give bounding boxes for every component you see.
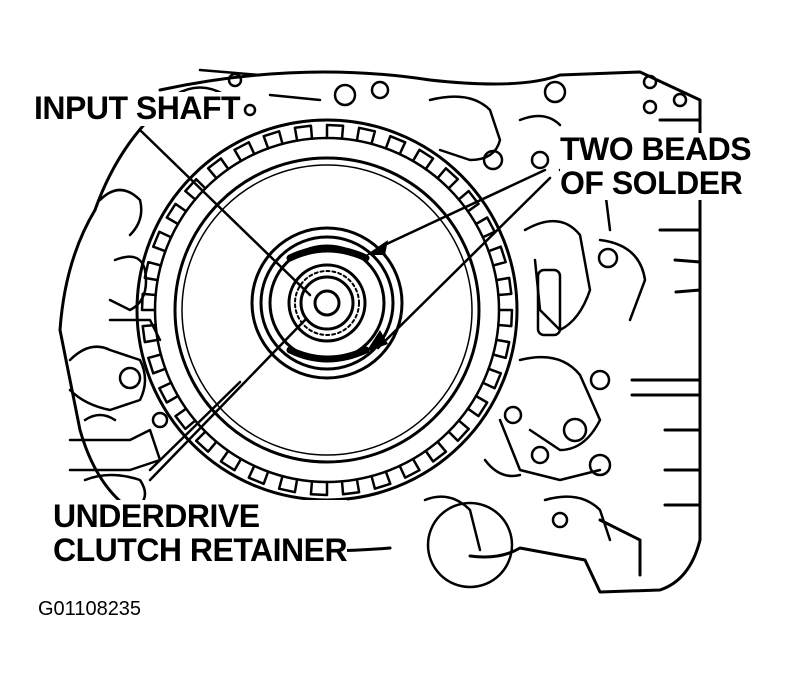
label-underdrive-line2: CLUTCH RETAINER bbox=[53, 531, 348, 568]
label-two-beads-of-solder: TWO BEADS OF SOLDER bbox=[560, 131, 752, 201]
label-input-shaft: INPUT SHAFT bbox=[34, 90, 241, 126]
label-underdrive-line1: UNDERDRIVE bbox=[53, 498, 260, 534]
valve-body-passages-left bbox=[68, 68, 322, 507]
solder-beads bbox=[286, 245, 370, 363]
clutch-spline-ring bbox=[135, 118, 519, 502]
arrowheads bbox=[366, 240, 388, 352]
label-underdrive-clutch-retainer: UNDERDRIVE CLUTCH RETAINER bbox=[53, 498, 348, 568]
label-two-beads-line1: TWO BEADS bbox=[560, 131, 752, 167]
figure-code: G01108235 bbox=[38, 598, 142, 621]
leader-lines bbox=[138, 128, 552, 482]
label-input-shaft-text: INPUT SHAFT bbox=[34, 90, 241, 126]
underdrive-clutch-retainer bbox=[173, 156, 481, 464]
label-two-beads-line2: OF SOLDER bbox=[560, 164, 743, 201]
bolt-holes bbox=[118, 72, 688, 589]
